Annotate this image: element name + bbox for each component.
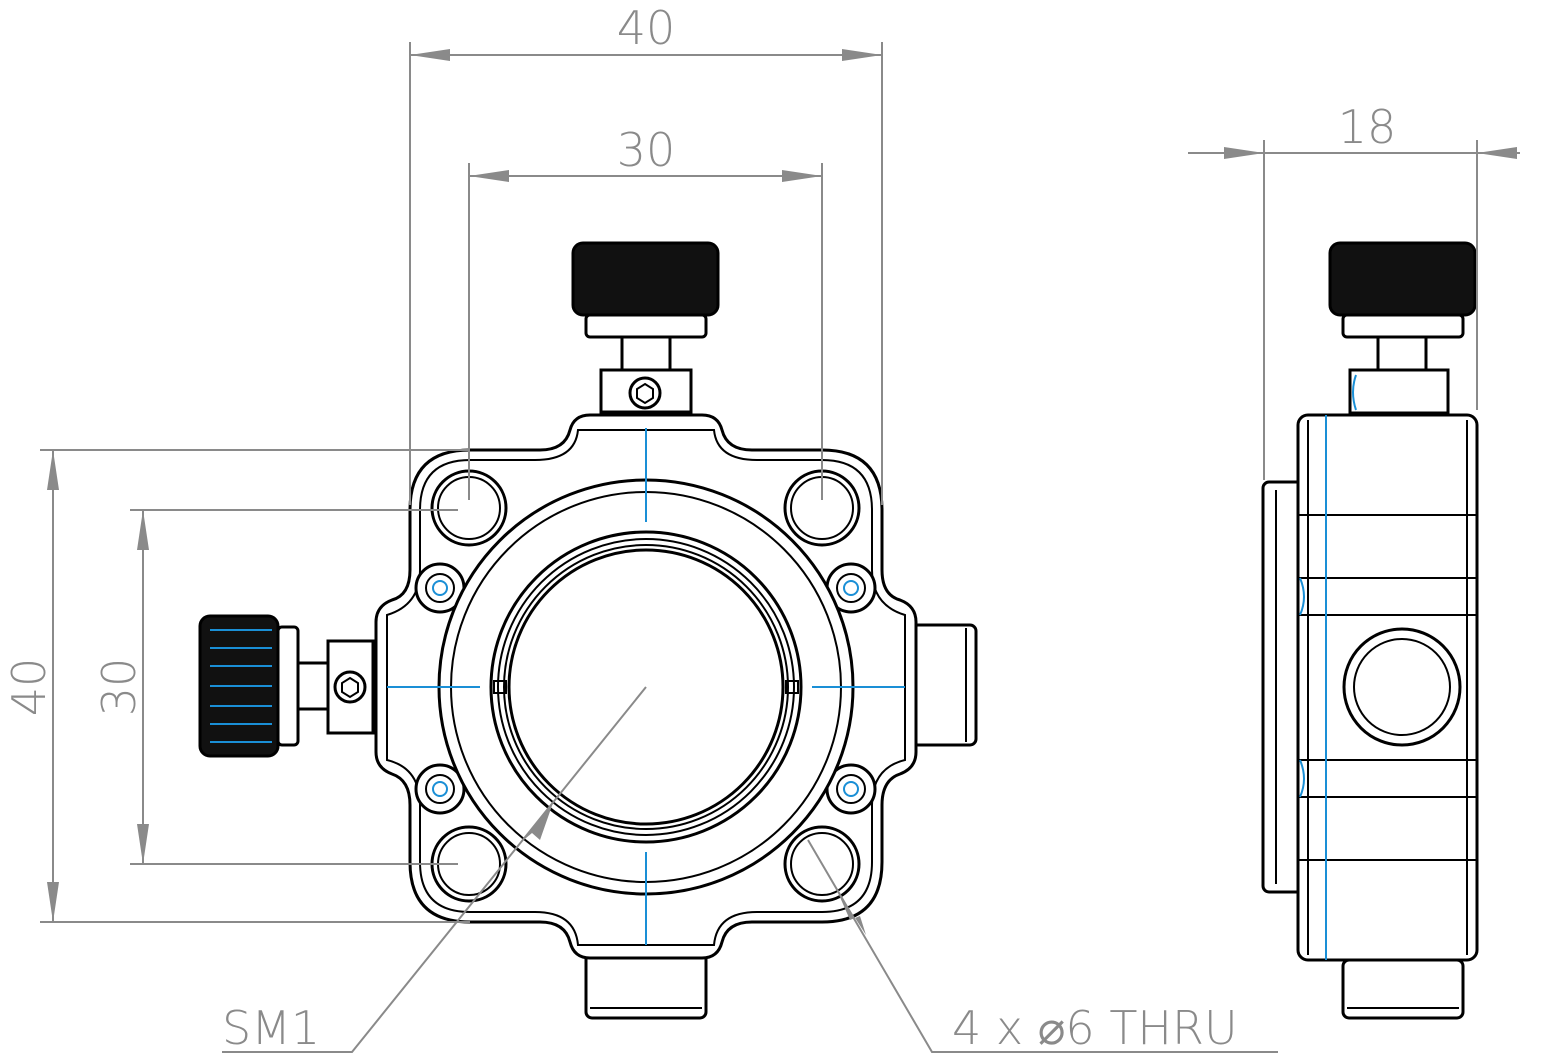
front-view bbox=[198, 241, 978, 1020]
dim-height-holes: 30 bbox=[92, 658, 146, 717]
top-adjustment-knob bbox=[571, 241, 720, 414]
left-adjustment-knob bbox=[198, 614, 375, 758]
callout-holes: 4 x ⌀6 THRU bbox=[952, 1001, 1238, 1055]
dim-depth: 18 bbox=[1338, 100, 1397, 154]
front-dimensions: 40 30 40 30 SM1 4 x ⌀6 THRU bbox=[2, 1, 1278, 1055]
dim-width-holes: 30 bbox=[617, 123, 676, 177]
side-dimensions: 18 bbox=[1188, 100, 1520, 480]
callout-sm1: SM1 bbox=[222, 1001, 320, 1055]
dim-width-outer: 40 bbox=[617, 1, 676, 55]
side-view bbox=[1261, 241, 1479, 1020]
dim-height-outer: 40 bbox=[2, 658, 56, 717]
centerlines bbox=[387, 428, 905, 945]
